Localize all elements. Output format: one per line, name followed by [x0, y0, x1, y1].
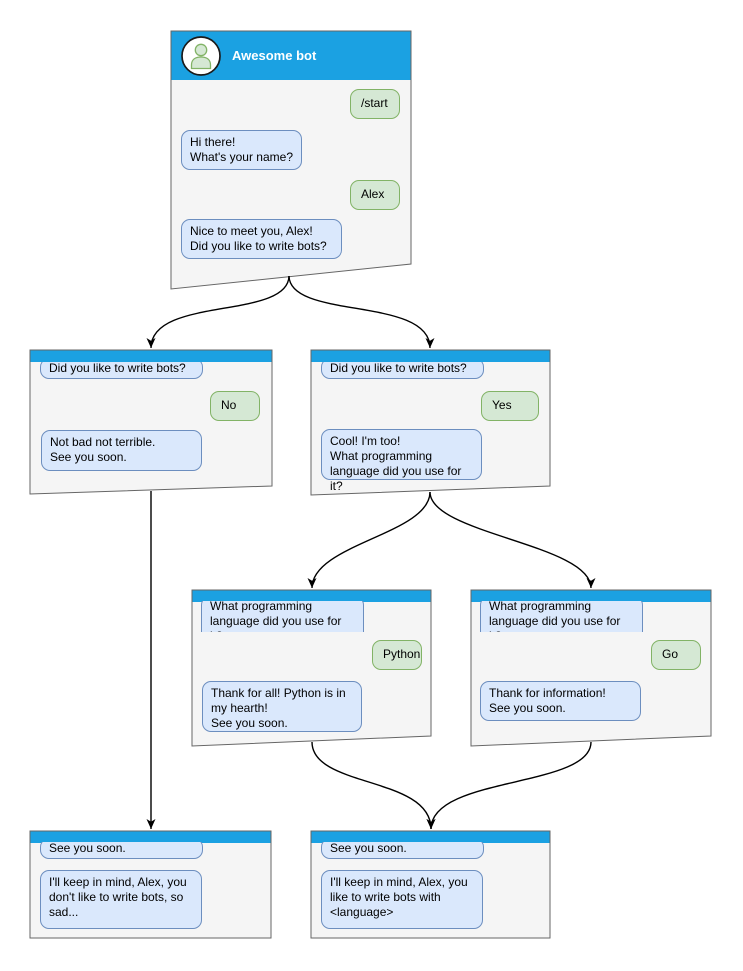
end-yes-window-header [311, 831, 550, 843]
end-yes-question: See you soon. [321, 842, 484, 859]
connector-go-to-end [426, 741, 592, 830]
branch-go-question-clip: What programming language did you use fo… [480, 601, 645, 632]
message-ask-bots: Nice to meet you, Alex! Did you like to … [181, 219, 342, 259]
branch-yes-window-header [311, 350, 550, 362]
branch-yes-answer: Yes [481, 391, 539, 421]
branch-go-question: What programming language did you use fo… [480, 601, 643, 632]
connector-yes-to-go [429, 491, 596, 589]
end-no-question: See you soon. [40, 842, 203, 859]
branch-no-question-clip: Did you like to write bots? [40, 362, 205, 381]
branch-python-question: What programming language did you use fo… [201, 601, 364, 632]
connector-main-to-yes [288, 275, 435, 349]
end-yes-reply: I'll keep in mind, Alex, you like to wri… [321, 870, 483, 929]
branch-no-question: Did you like to write bots? [40, 362, 203, 379]
end-no-question-clip: See you soon. [40, 842, 205, 862]
branch-no-reply: Not bad not terrible. See you soon. [41, 430, 202, 471]
end-yes-question-clip: See you soon. [321, 842, 486, 862]
message-start-command: /start [350, 89, 400, 119]
branch-python-question-clip: What programming language did you use fo… [201, 601, 366, 632]
branch-yes-question-clip: Did you like to write bots? [321, 362, 486, 381]
branch-python-window-header [192, 590, 431, 602]
branch-no-answer: No [210, 391, 260, 421]
branch-yes-question: Did you like to write bots? [321, 362, 484, 379]
branch-yes-reply: Cool! I'm too! What programming language… [321, 429, 482, 493]
connector-python-to-end [311, 741, 436, 830]
main-window-title: Awesome bot [232, 48, 317, 63]
end-no-window-header [30, 831, 271, 843]
message-name-answer: Alex [350, 180, 400, 210]
person-icon [190, 43, 212, 70]
connector-yes-to-python [307, 491, 431, 589]
branch-no-window-header [30, 350, 272, 362]
end-no-reply: I'll keep in mind, Alex, you don't like … [40, 870, 202, 929]
branch-go-reply: Thank for information! See you soon. [480, 681, 641, 721]
branch-python-answer: Python [372, 640, 422, 670]
branch-python-reply: Thank for all! Python is in my hearth! S… [202, 681, 362, 732]
connector-main-to-no [146, 275, 290, 349]
message-greeting: Hi there! What's your name? [181, 130, 302, 170]
branch-go-window-header [471, 590, 711, 602]
branch-go-answer: Go [651, 640, 701, 670]
